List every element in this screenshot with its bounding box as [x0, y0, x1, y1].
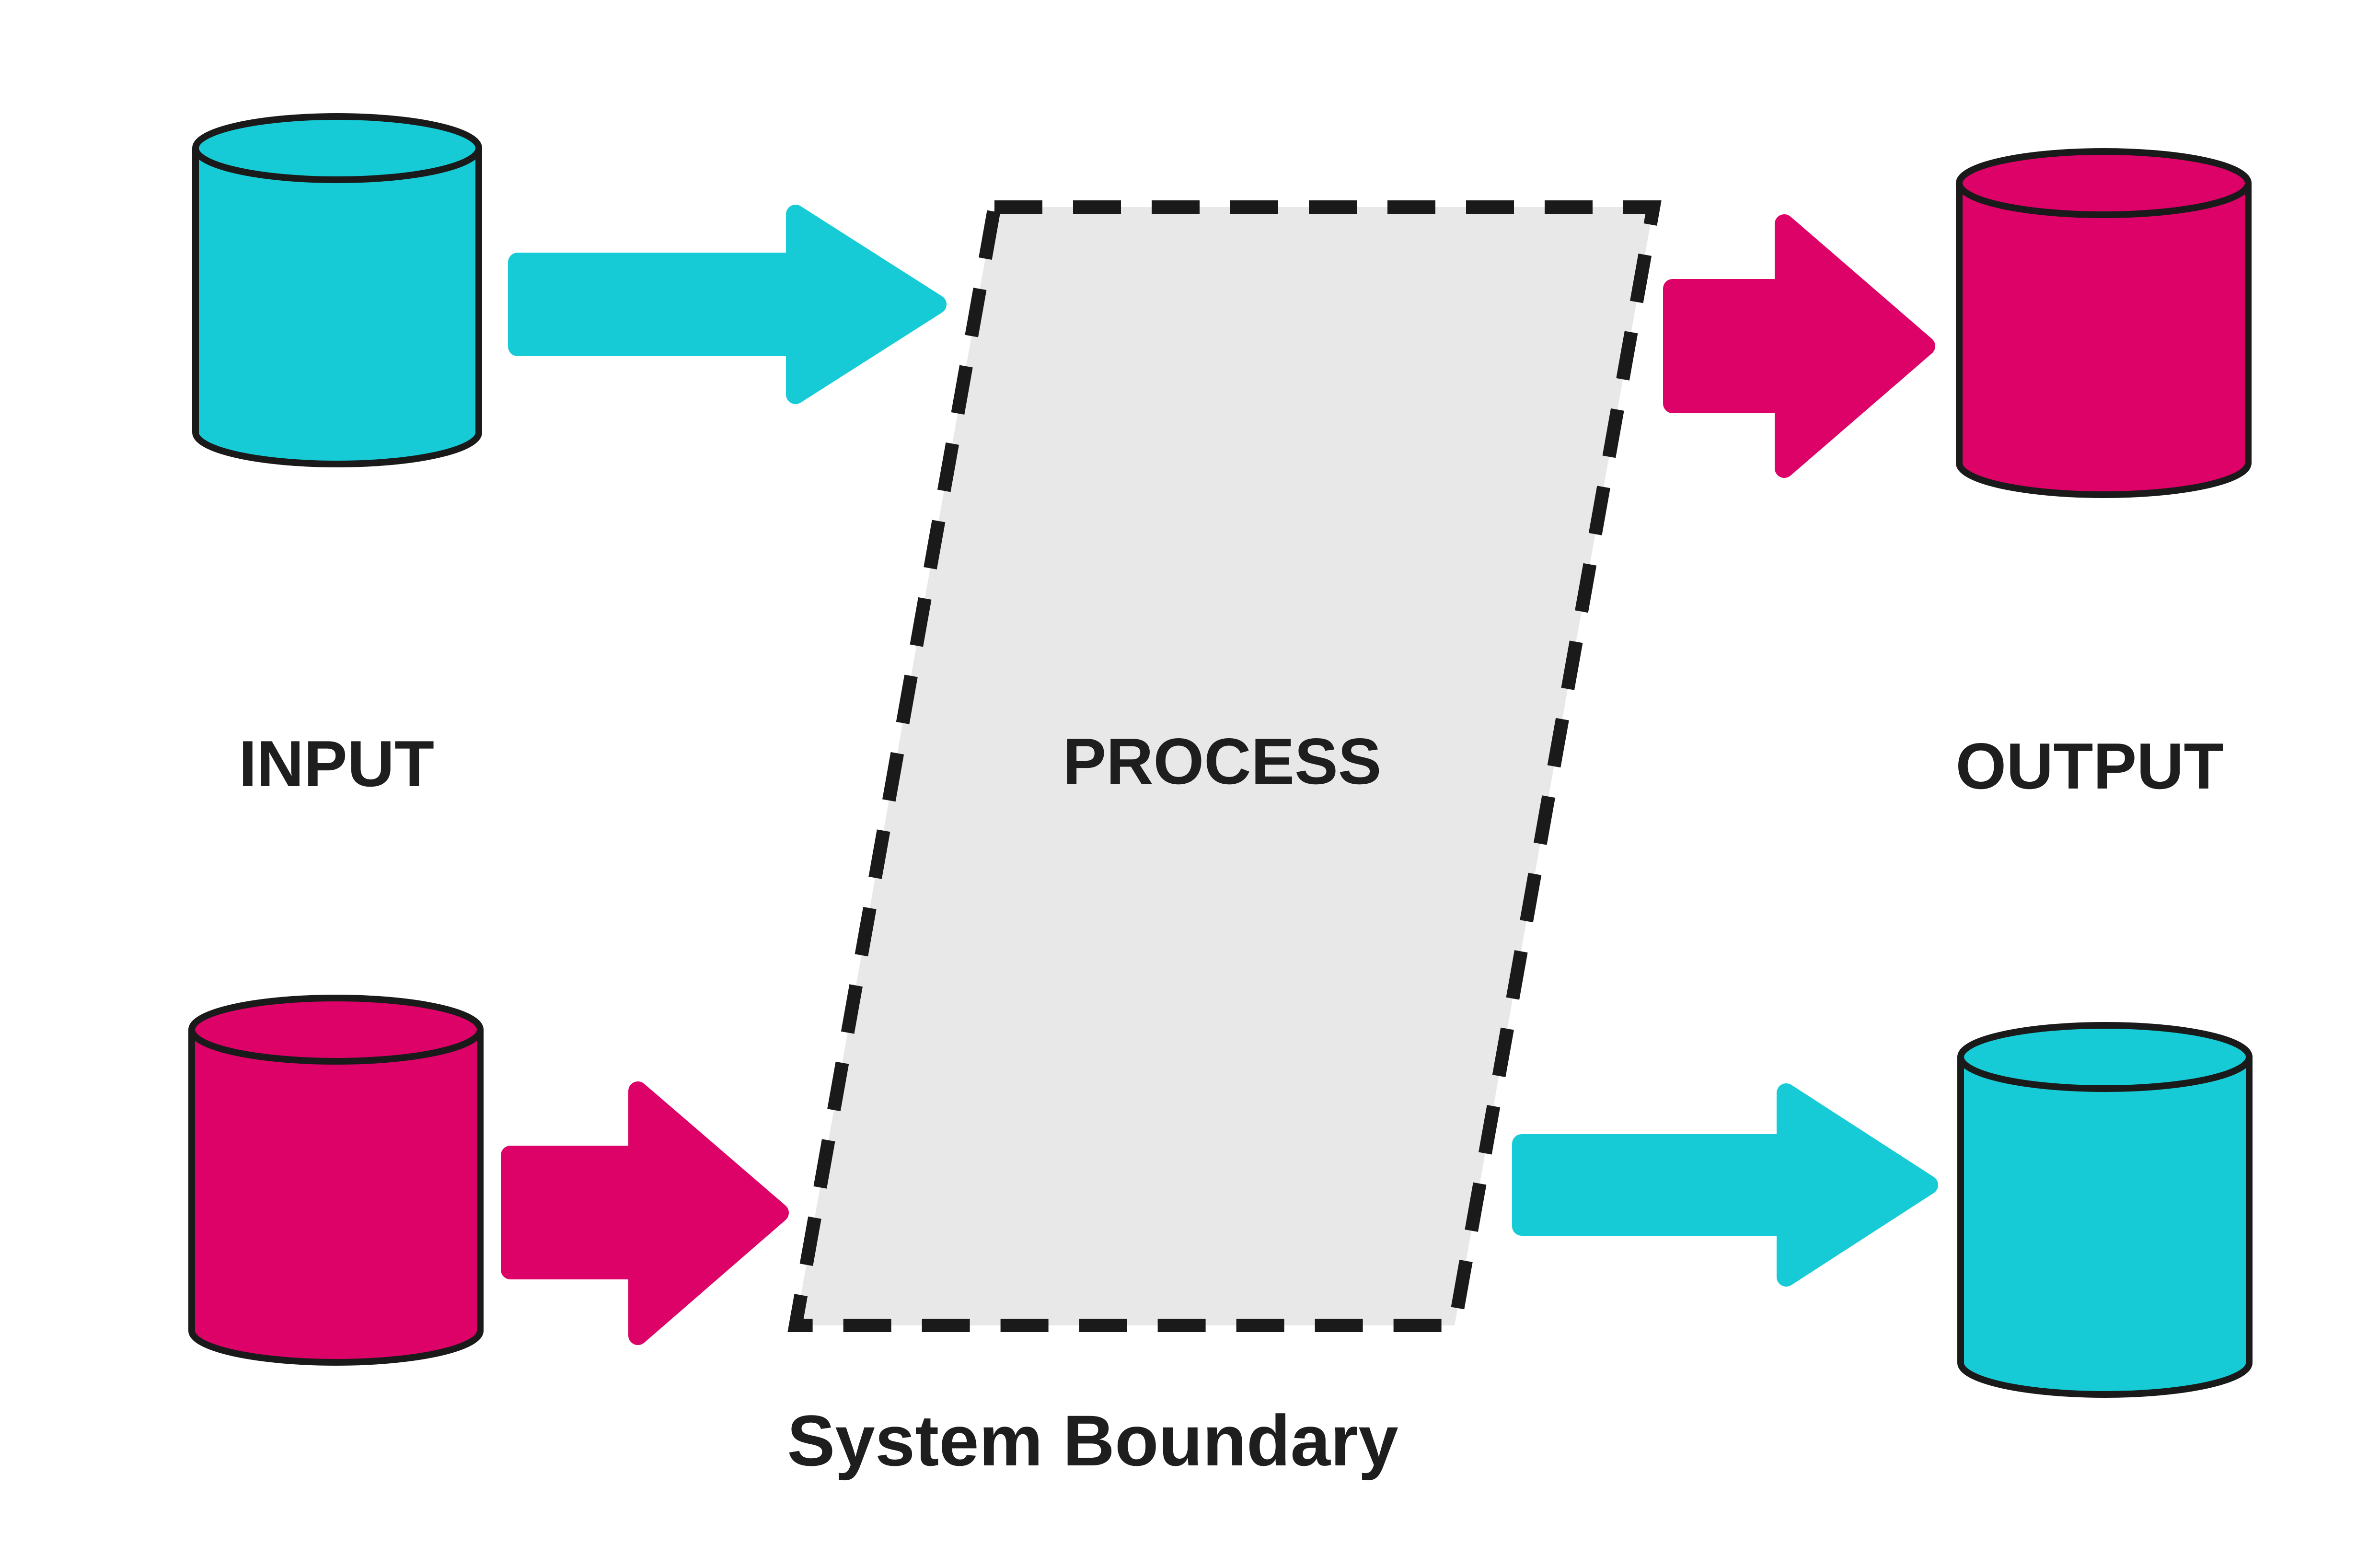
- cylinder-outline: [192, 148, 482, 467]
- cylinder-outline: [1956, 183, 2252, 498]
- arrow-output-bottom: [1512, 1083, 1938, 1287]
- output-cylinder-top: [1956, 148, 2252, 498]
- cylinder-body: [1961, 1057, 2249, 1394]
- cylinder-body: [1959, 183, 2248, 495]
- system-boundary-parallelogram: [787, 200, 1662, 1332]
- output-label: OUTPUT: [1955, 730, 2224, 802]
- system-boundary-label: System Boundary: [787, 1400, 1398, 1481]
- process-label: PROCESS: [1063, 725, 1382, 798]
- arrow-input-bottom: [501, 1081, 789, 1345]
- input-cylinder-top: [192, 113, 482, 467]
- input-cylinder-bottom: [188, 995, 484, 1366]
- input-label: INPUT: [239, 727, 434, 800]
- cylinder-top-ellipse: [188, 995, 484, 1065]
- cylinder-top-ellipse: [1957, 1022, 2253, 1092]
- cylinder-outline: [188, 1030, 484, 1366]
- cylinder-body: [192, 1030, 480, 1362]
- cylinder-top-ellipse: [1956, 148, 2252, 218]
- cylinder-top-ellipse: [192, 113, 482, 183]
- output-cylinder-bottom: [1957, 1022, 2253, 1398]
- arrow-input-top: [508, 205, 947, 404]
- cylinder-body: [196, 148, 479, 464]
- cylinder-outline: [1957, 1057, 2253, 1398]
- arrow-output-top: [1663, 214, 1935, 478]
